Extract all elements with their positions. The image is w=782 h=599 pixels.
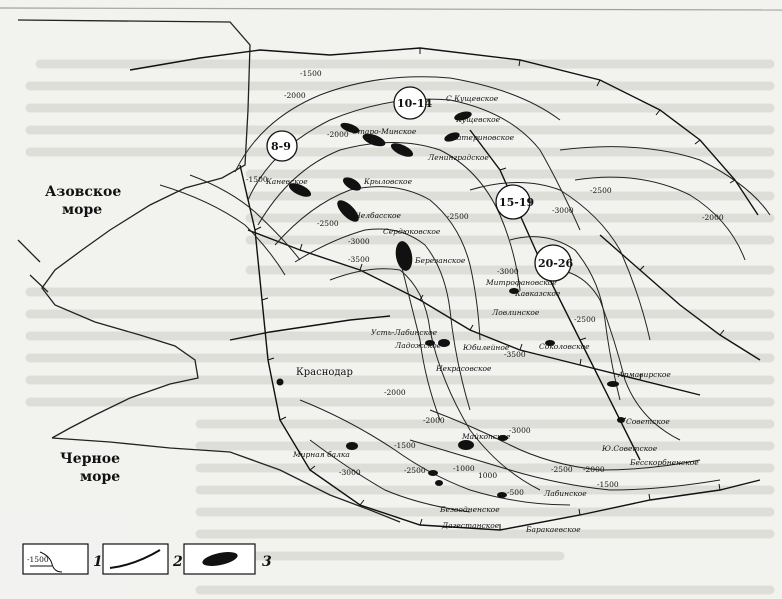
field-blob (444, 132, 460, 142)
isoline-label: -3000 (348, 237, 370, 246)
isoline-label: -2500 (404, 466, 426, 475)
field-blob (340, 122, 360, 134)
field-label: Каневское (265, 177, 308, 186)
field-label: Ловлинское (491, 308, 540, 317)
isoline-label: -2000 (702, 213, 724, 222)
field-blob (337, 200, 359, 222)
field-blob (498, 435, 508, 441)
isoline-label: -2000 (583, 465, 605, 474)
isoline-label: 1000 (478, 471, 497, 480)
field-label: Армавирское (617, 370, 671, 379)
isoline-label: -1000 (453, 464, 475, 473)
isoline-label: -2000 (284, 91, 306, 100)
field-blob (425, 340, 435, 346)
isoline-label: -2500 (317, 219, 339, 228)
field-label: Усть-Лабинское (371, 328, 438, 337)
field-label: Дагестанское (441, 521, 500, 530)
field-labels: С.Кущевское Кущевское Старо-Минское Екат… (265, 94, 699, 534)
field-blob (607, 381, 619, 387)
isoline-label: -2500 (590, 186, 612, 195)
isoline-label: -2500 (574, 315, 596, 324)
isoline-label: -2000 (423, 416, 445, 425)
field-blob (617, 417, 625, 423)
field-label: Ю.Советское (601, 444, 658, 453)
fields (288, 111, 625, 498)
isolines (159, 76, 771, 513)
field-label: Кавказское (514, 289, 561, 298)
isoline-label: -3000 (497, 267, 519, 276)
isoline-label: -1500 (597, 480, 619, 489)
field-label: Березанское (414, 256, 466, 265)
field-label: Ладожское (394, 341, 442, 350)
isoline-label: -2500 (447, 212, 469, 221)
field-blob (342, 177, 362, 191)
field-label: Безводненское (439, 505, 500, 514)
field-label: Старо-Минское (352, 127, 417, 136)
isoline-label: -1500 (246, 175, 268, 184)
field-blob (390, 143, 414, 157)
isoline-label: -500 (507, 488, 524, 497)
field-label: Митрофановское (485, 278, 557, 287)
field-label: Ленинградское (427, 153, 489, 162)
zone-label: 20-26 (538, 257, 574, 270)
isoline-label: -3000 (552, 206, 574, 215)
field-label: Сердюковское (383, 227, 441, 236)
sea-black-line1: Черное (60, 451, 120, 467)
field-label: Мирная балка (292, 450, 350, 459)
isoline-label: -2500 (551, 465, 573, 474)
isoline-label: -3000 (339, 468, 361, 477)
field-label: Челбасское (355, 211, 401, 220)
isoline-label: -1500 (394, 441, 416, 450)
field-label: С.Кущевское (446, 94, 499, 103)
sea-black-line2: море (80, 469, 120, 485)
field-blob (545, 340, 555, 346)
coastline (17, 19, 401, 523)
zone-markers: 10-14 8-9 15-19 20-26 (266, 86, 574, 282)
zone-label: 8-9 (271, 140, 291, 153)
field-label: Майкопское (461, 432, 511, 441)
field-label: Кущевское (455, 115, 501, 124)
isoline-label: -2000 (327, 130, 349, 139)
field-label: Советское (626, 417, 670, 426)
isoline-label: -3000 (509, 426, 531, 435)
field-label: Крыловское (363, 177, 413, 186)
field-blob (395, 241, 413, 271)
field-label: Некрасовское (435, 364, 492, 373)
field-blob (497, 492, 507, 498)
zone-label: 10-14 (397, 97, 433, 110)
legend-item-3: 3 (262, 554, 272, 570)
field-label: Баракаевское (525, 525, 581, 534)
field-blob (288, 183, 312, 197)
field-blob (346, 442, 358, 450)
isoline-label: -2000 (384, 388, 406, 397)
isoline-label: -1500 (300, 69, 322, 78)
field-label: Соколовское (539, 342, 590, 351)
field-label: Лабинское (543, 489, 587, 498)
isoline-label: -3500 (504, 350, 526, 359)
legend-isoline-sample: -1500 (27, 555, 49, 564)
city-krasnodar: Краснодар (276, 367, 353, 386)
legend-item-1: 1 (93, 554, 103, 570)
field-label: Бесскорбненское (629, 458, 699, 467)
sea-azov-line1: Азовское (45, 184, 121, 200)
field-blob (428, 470, 438, 476)
field-blob (458, 440, 474, 450)
field-blob (454, 111, 472, 121)
field-blob (438, 339, 450, 347)
zone-label: 15-19 (499, 196, 534, 209)
isoline-labels: -1500 -2000 -1500 -2000 -2500 -3000 -350… (246, 69, 724, 497)
isoline-label: -3500 (348, 255, 370, 264)
field-blob (435, 480, 443, 486)
field-label: Екатериновское (446, 133, 515, 142)
sea-azov-line2: море (62, 202, 102, 218)
field-label: Юбилейное (462, 343, 510, 352)
city-label: Краснодар (296, 367, 353, 378)
field-blob (362, 133, 386, 147)
legend-item-2: 2 (172, 554, 183, 570)
field-blob (509, 288, 519, 294)
legend: -1500 1 2 3 (22, 543, 272, 575)
